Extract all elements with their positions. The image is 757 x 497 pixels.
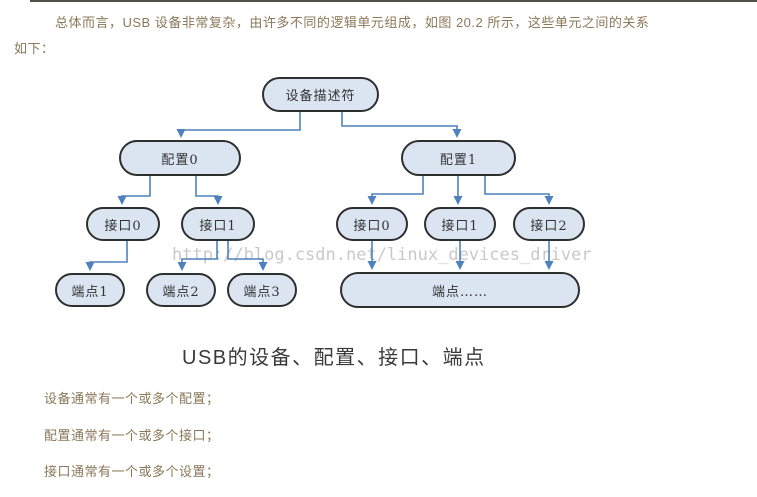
bullet-interface-settings: 接口通常有一个或多个设置； — [44, 464, 220, 479]
node-interface-1-left: 接口1 — [181, 207, 255, 241]
edge-device-config1 — [341, 112, 462, 138]
edge-config1-if2R — [484, 176, 554, 205]
node-interface-2-right: 接口2 — [513, 207, 585, 241]
node-device-descriptor: 设备描述符 — [262, 77, 379, 112]
node-config-0: 配置0 — [119, 140, 241, 176]
top-divider — [30, 0, 757, 2]
node-endpoint-1: 端点1 — [55, 273, 125, 307]
node-endpoint-2: 端点2 — [146, 273, 216, 307]
edge-if0L-ep1 — [85, 241, 128, 271]
node-interface-1-right: 接口1 — [424, 207, 496, 241]
node-interface-0-left: 接口0 — [86, 207, 160, 241]
bullet-device-configs: 设备通常有一个或多个配置； — [44, 391, 220, 406]
bullet-config-interfaces: 配置通常有一个或多个接口； — [44, 428, 220, 443]
node-interface-0-right: 接口0 — [336, 207, 408, 241]
node-endpoint-3: 端点3 — [227, 273, 297, 307]
edge-config0-if1L — [195, 176, 223, 205]
edge-config1-if0R — [367, 176, 424, 205]
watermark-url: http://blog.csdn.net/linux_devices_drive… — [172, 245, 592, 265]
edge-config0-if0L — [117, 176, 151, 205]
node-config-1: 配置1 — [401, 140, 516, 176]
intro-paragraph-line1: 总体而言，USB 设备非常复杂，由许多不同的逻辑单元组成，如图 20.2 所示，… — [55, 15, 650, 30]
node-endpoint-more: 端点…… — [340, 272, 580, 308]
intro-paragraph-line2: 如下： — [14, 41, 55, 56]
figure-caption: USB的设备、配置、接口、端点 — [182, 347, 486, 369]
edge-device-config0 — [176, 112, 301, 138]
